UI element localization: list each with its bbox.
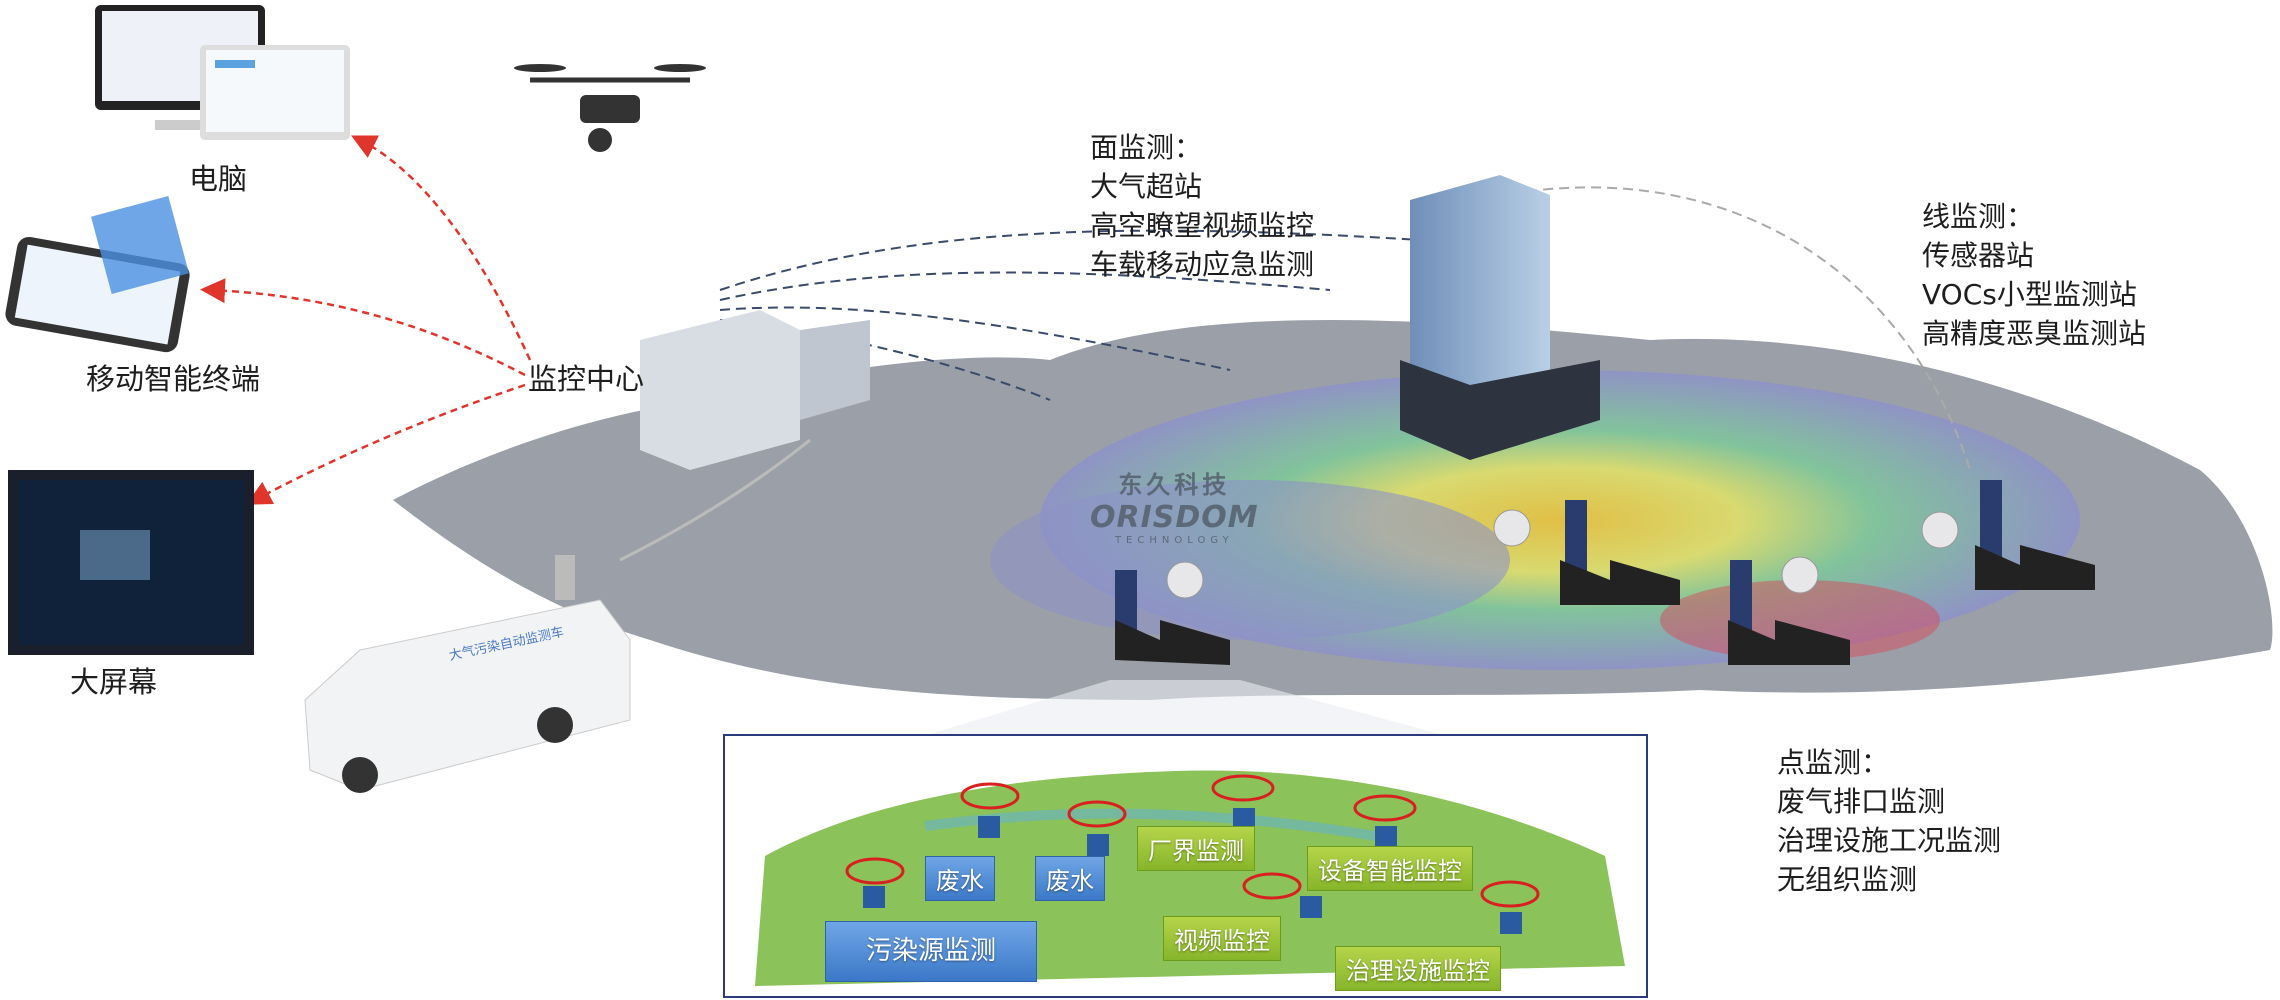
area-monitoring-item: 大气超站 [1090, 170, 1203, 203]
factories [1115, 480, 2095, 665]
point-monitoring-item: 治理设施工况监测 [1777, 824, 2002, 857]
factory [1728, 560, 1850, 665]
logo-en: ORISDOM [1090, 500, 1259, 535]
tag-video-monitoring: 视频监控 [1163, 916, 1281, 961]
factory [1115, 570, 1230, 665]
line-monitoring-item: 高精度恶臭监测站 [1922, 317, 2147, 350]
tag-treatment-monitoring: 治理设施监控 [1335, 946, 1501, 991]
cameras [1166, 509, 1959, 599]
computer-icon [95, 5, 350, 140]
mobile-icon [5, 196, 190, 353]
point-monitoring-title: 点监测： [1777, 746, 1890, 779]
central-tower [1400, 175, 1600, 460]
line-monitoring: 线监测： 传感器站 VOCs小型监测站 高精度恶臭监测站 [1922, 197, 2146, 353]
tag-equipment-monitoring: 设备智能监控 [1307, 846, 1473, 891]
area-monitoring: 面监测： 大气超站 高空瞭望视频监控 车载移动应急监测 [1090, 128, 1314, 284]
big-screen-icon [8, 470, 254, 655]
distribution-arrows [200, 135, 532, 505]
point-monitoring-item: 无组织监测 [1777, 863, 1918, 896]
tag-pollution-source: 污染源监测 [825, 921, 1038, 982]
logo-sub: TECHNOLOGY [1114, 535, 1234, 546]
factory-detail-inset: 废水 废水 厂界监测 设备智能监控 污染源监测 视频监控 治理设施监控 [723, 734, 1648, 998]
logo-cn: 东久科技 [1118, 471, 1231, 499]
factory [1560, 500, 1680, 605]
control-center-building [640, 310, 870, 470]
line-monitoring-title: 线监测： [1922, 200, 2035, 233]
tag-wastewater: 废水 [925, 856, 995, 901]
tag-boundary-monitoring: 厂界监测 [1137, 826, 1255, 871]
area-monitoring-title: 面监测： [1090, 131, 1203, 164]
big-screen-label: 大屏幕 [70, 665, 158, 699]
point-monitoring-item: 废气排口监测 [1777, 785, 1946, 818]
computer-label: 电脑 [189, 162, 248, 196]
area-monitoring-item: 高空瞭望视频监控 [1090, 209, 1315, 242]
monitoring-van [304, 555, 631, 793]
company-logo: 东久科技 ORISDOM TECHNOLOGY [1090, 465, 1259, 546]
tag-wastewater: 废水 [1035, 856, 1105, 901]
control-center-label: 监控中心 [528, 362, 645, 396]
line-monitoring-item: 传感器站 [1922, 239, 2035, 272]
area-monitoring-item: 车载移动应急监测 [1090, 248, 1315, 281]
mobile-terminal-label: 移动智能终端 [86, 362, 261, 396]
line-monitoring-item: VOCs小型监测站 [1922, 278, 2137, 311]
factory [1975, 480, 2095, 590]
point-monitoring: 点监测： 废气排口监测 治理设施工况监测 无组织监测 [1777, 743, 2001, 899]
drone-icon [514, 64, 706, 152]
